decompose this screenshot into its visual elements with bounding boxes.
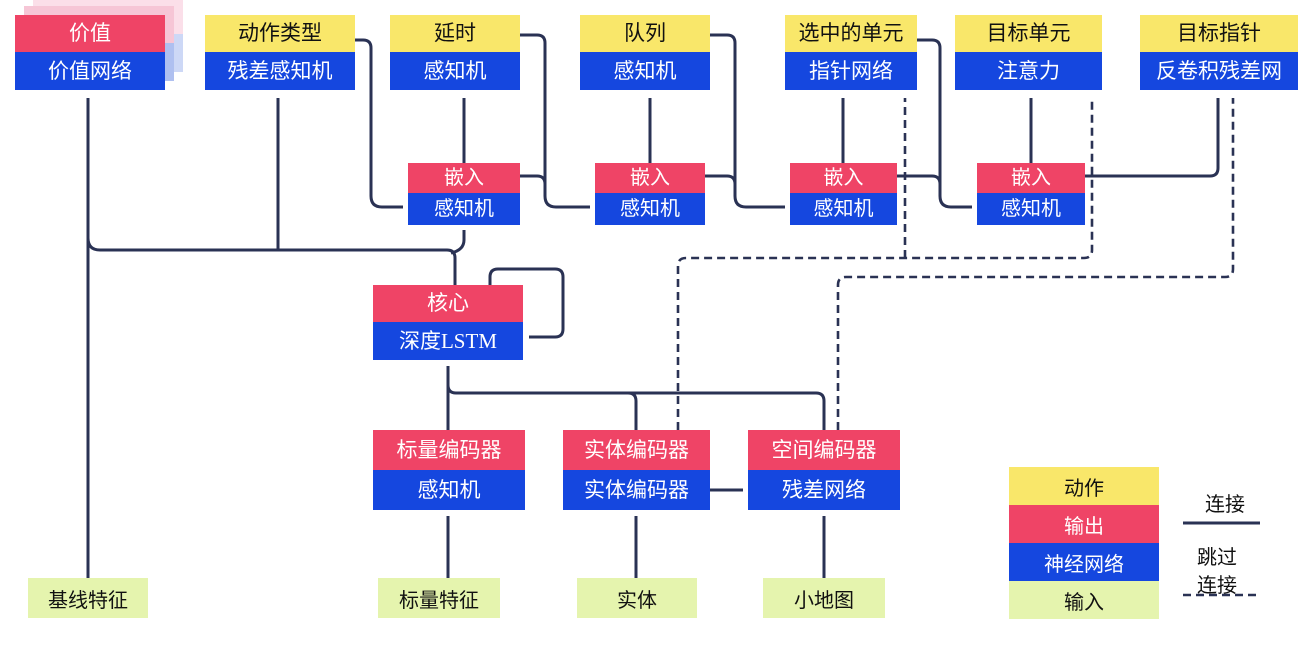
node-scalar-encoder-body: 感知机 — [373, 470, 525, 510]
node-spatial-encoder-header: 空间编码器 — [748, 430, 900, 470]
edge-core-out-left-branch — [86, 230, 457, 285]
node-embed-2: 嵌入感知机 — [595, 163, 705, 225]
edge-spatial-skip-to-target-point — [836, 98, 1235, 430]
node-delay-header: 延时 — [390, 15, 520, 52]
edge-selected-units-to-embed-4 — [917, 38, 972, 209]
node-selected-units: 选中的单元指针网络 — [785, 15, 917, 90]
node-action-type-body: 残差感知机 — [205, 52, 355, 90]
legend-row-0: 动作 — [1009, 467, 1159, 505]
edge-core-out-to-embed-1 — [450, 230, 466, 255]
node-entity-encoder-header: 实体编码器 — [563, 430, 710, 470]
legend: 动作输出神经网络输入 — [1009, 467, 1159, 619]
edge-embed-4-to-target-point — [1085, 98, 1220, 178]
node-action-type-header: 动作类型 — [205, 15, 355, 52]
edge-embed-1-to-embed-2 — [520, 174, 547, 185]
node-entity-encoder: 实体编码器实体编码器 — [563, 430, 710, 510]
node-entity-encoder-body: 实体编码器 — [563, 470, 710, 510]
node-selected-units-header: 选中的单元 — [785, 15, 917, 52]
node-queue: 队列感知机 — [580, 15, 710, 90]
input-baseline-features: 基线特征 — [28, 578, 148, 618]
node-embed-4-header: 嵌入 — [977, 163, 1085, 193]
node-value-body: 价值网络 — [15, 52, 165, 90]
node-embed-3-header: 嵌入 — [790, 163, 897, 193]
node-embed-2-header: 嵌入 — [595, 163, 705, 193]
node-embed-1: 嵌入感知机 — [408, 163, 520, 225]
node-embed-1-header: 嵌入 — [408, 163, 520, 193]
node-spatial-encoder: 空间编码器残差网络 — [748, 430, 900, 510]
input-minimap: 小地图 — [763, 578, 885, 618]
edge-core-self-loop — [488, 267, 565, 339]
node-scalar-encoder-header: 标量编码器 — [373, 430, 525, 470]
node-embed-4: 嵌入感知机 — [977, 163, 1085, 225]
edge-delay-to-embed-2 — [520, 33, 590, 209]
legend-row-1: 输出 — [1009, 505, 1159, 543]
legend-skip-label-line2: 连接 — [1197, 575, 1237, 597]
node-scalar-encoder: 标量编码器感知机 — [373, 430, 525, 510]
node-delay-body: 感知机 — [390, 52, 520, 90]
node-embed-1-body: 感知机 — [408, 193, 520, 225]
legend-connection-label: 连接 — [1205, 494, 1245, 516]
node-target-point-body: 反卷积残差网 — [1140, 52, 1298, 90]
edge-embed-3-to-embed-4 — [897, 174, 942, 185]
legend-row-2: 神经网络 — [1009, 543, 1159, 581]
node-target-unit-header: 目标单元 — [955, 15, 1102, 52]
input-scalar-features: 标量特征 — [378, 578, 500, 618]
node-target-unit: 目标单元注意力 — [955, 15, 1102, 90]
node-embed-3-body: 感知机 — [790, 193, 897, 225]
edge-embed-2-to-embed-3 — [705, 174, 737, 185]
node-embed-3: 嵌入感知机 — [790, 163, 897, 225]
node-value: 价值价值网络 — [15, 15, 165, 90]
node-core: 核心深度LSTM — [373, 285, 523, 360]
node-embed-4-body: 感知机 — [977, 193, 1085, 225]
edge-spatial-encoder-to-core-merge — [446, 384, 826, 430]
node-spatial-encoder-body: 残差网络 — [748, 470, 900, 510]
node-core-header: 核心 — [373, 285, 523, 322]
legend-skip-label-line1: 跳过 — [1197, 547, 1237, 569]
node-target-point: 目标指针反卷积残差网 — [1140, 15, 1298, 90]
input-entities: 实体 — [577, 578, 697, 618]
node-value-header: 价值 — [15, 15, 165, 52]
node-embed-2-body: 感知机 — [595, 193, 705, 225]
node-queue-header: 队列 — [580, 15, 710, 52]
node-target-point-header: 目标指针 — [1140, 15, 1298, 52]
node-core-body: 深度LSTM — [373, 322, 523, 360]
node-action-type: 动作类型残差感知机 — [205, 15, 355, 90]
legend-row-3: 输入 — [1009, 581, 1159, 619]
edge-entity-encoder-to-core-merge — [608, 391, 638, 430]
node-delay: 延时感知机 — [390, 15, 520, 90]
node-target-unit-body: 注意力 — [955, 52, 1102, 90]
edge-queue-to-embed-3 — [710, 33, 785, 209]
node-selected-units-body: 指针网络 — [785, 52, 917, 90]
node-queue-body: 感知机 — [580, 52, 710, 90]
edge-action-type-to-embed-1 — [355, 38, 403, 209]
